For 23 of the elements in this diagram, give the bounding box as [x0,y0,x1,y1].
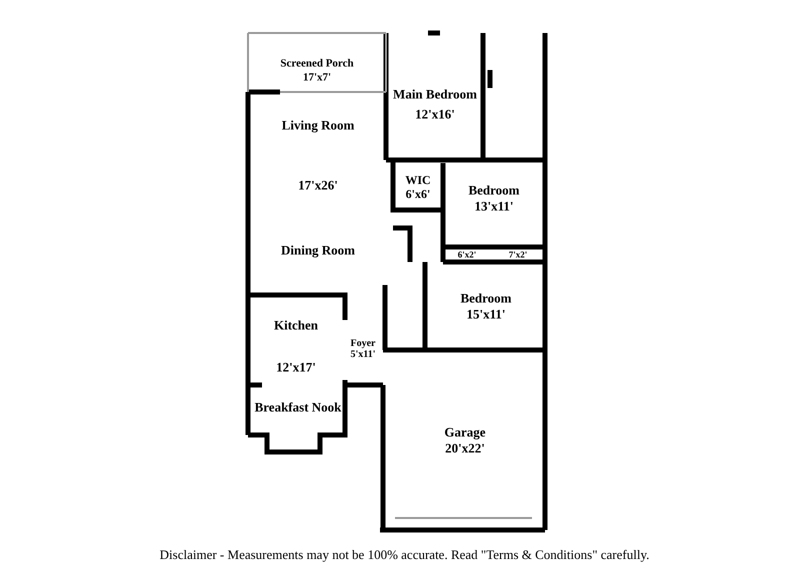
room-dimension: 13'x11' [474,200,514,212]
room-dimension: 6'x2' [458,250,476,260]
room-name: Foyer [350,339,376,349]
room-dimension: 20'x22' [445,442,485,454]
room-dimension: 17'x7' [302,72,332,84]
room-name: Breakfast Nook [254,400,342,414]
room-name: Bedroom [460,292,512,304]
room-name: Bedroom [468,184,520,196]
room-name: WIC [405,174,431,186]
room-dimension: 15'x11' [466,308,506,320]
room-dimension: 7'x2' [508,250,528,260]
room-dimension: 12'x16' [415,108,455,120]
room-name: Main Bedroom [393,88,477,100]
disclaimer-caption: Disclaimer - Measurements may not be 100% accurate. Read "Terms & Conditions" carefully. [158,546,650,564]
room-dimension: 5'x11' [350,350,376,360]
room-name: Dining Room [280,244,356,256]
room-name: Living Room [282,118,354,132]
room-dimension: 6'x6' [406,188,430,200]
room-name: Screened Porch [280,58,354,70]
room-name: Kitchen [274,318,318,332]
room-dimension: 17'x26' [298,178,338,192]
room-name: Garage [444,426,486,438]
room-dimension: 12'x17' [276,360,316,374]
